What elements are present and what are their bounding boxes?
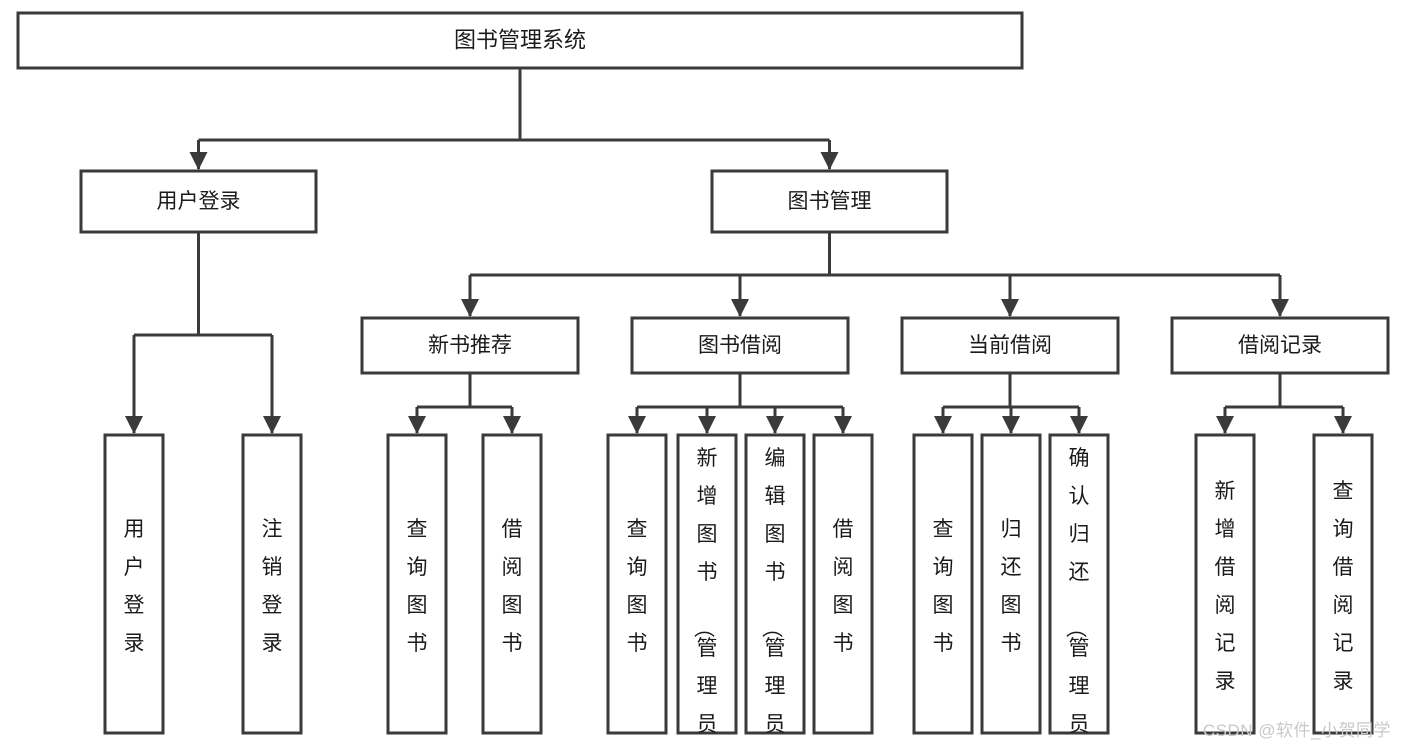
level2-node-1-box[interactable] [710, 169, 949, 234]
arrow-head-icon [263, 416, 281, 434]
leaf-node-2-box[interactable] [386, 433, 448, 735]
leaf-node-8[interactable]: 查询图书 [912, 433, 974, 735]
level3-node-2-box[interactable] [900, 316, 1120, 375]
arrow-head-icon [834, 416, 852, 434]
node-layer: 图书管理系统用户登录图书管理新书推荐图书借阅当前借阅借阅记录用户登录注销登录查询… [16, 11, 1390, 747]
arrow-head-icon [766, 416, 784, 434]
leaf-node-12-box[interactable] [1312, 433, 1374, 735]
root-node-label: 图书管理系统 [454, 27, 586, 52]
arrow-head-icon [408, 416, 426, 434]
leaf-node-1[interactable]: 注销登录 [241, 433, 303, 735]
leaf-node-9-label: 归还图书 [1001, 518, 1022, 655]
leaf-node-3[interactable]: 借阅图书 [481, 433, 543, 735]
leaf-node-0-label: 用户登录 [124, 518, 145, 655]
level2-node-0-box[interactable] [79, 169, 318, 234]
leaf-node-7-box[interactable] [812, 433, 874, 735]
level3-node-0-label: 新书推荐 [428, 334, 512, 357]
leaf-node-6[interactable]: 编辑图书（管理员） [744, 433, 806, 747]
leaf-node-12-label: 查询借阅记录 [1333, 480, 1354, 693]
leaf-node-7[interactable]: 借阅图书 [812, 433, 874, 735]
leaf-node-8-box[interactable] [912, 433, 974, 735]
arrow-head-icon [1070, 416, 1088, 434]
leaf-node-4-label: 查询图书 [627, 518, 648, 655]
arrow-head-icon [731, 299, 749, 317]
leaf-node-2[interactable]: 查询图书 [386, 433, 448, 735]
arrow-head-icon [189, 152, 208, 170]
level3-node-0[interactable]: 新书推荐 [360, 316, 580, 375]
arrow-head-icon [628, 416, 646, 434]
leaf-node-10-box[interactable] [1048, 433, 1110, 735]
leaf-node-2-label: 查询图书 [407, 518, 428, 655]
leaf-node-11-label: 新增借阅记录 [1215, 480, 1236, 693]
leaf-node-11-box[interactable] [1194, 433, 1256, 735]
arrow-head-icon [820, 152, 839, 170]
leaf-node-6-box[interactable] [744, 433, 806, 735]
root-node[interactable]: 图书管理系统 [16, 11, 1024, 70]
leaf-node-0-box[interactable] [103, 433, 165, 735]
level2-node-0[interactable]: 用户登录 [79, 169, 318, 234]
level2-node-1[interactable]: 图书管理 [710, 169, 949, 234]
arrow-head-icon [461, 299, 479, 317]
leaf-node-11[interactable]: 新增借阅记录 [1194, 433, 1256, 735]
leaf-node-3-box[interactable] [481, 433, 543, 735]
arrow-head-icon [1271, 299, 1289, 317]
level2-node-1-label: 图书管理 [788, 190, 872, 213]
leaf-node-4[interactable]: 查询图书 [606, 433, 668, 735]
level3-node-3-label: 借阅记录 [1238, 334, 1322, 357]
leaf-node-1-box[interactable] [241, 433, 303, 735]
level3-node-1[interactable]: 图书借阅 [630, 316, 850, 375]
arrow-head-icon [125, 416, 143, 434]
leaf-node-0[interactable]: 用户登录 [103, 433, 165, 735]
arrow-head-icon [1002, 416, 1020, 434]
root-node-box[interactable] [16, 11, 1024, 70]
csdn-watermark: CSDN @软件_小贺同学 [1202, 721, 1391, 740]
arrow-head-icon [934, 416, 952, 434]
arrow-head-icon [1216, 416, 1234, 434]
level3-node-1-label: 图书借阅 [698, 334, 782, 357]
level3-node-1-box[interactable] [630, 316, 850, 375]
leaf-node-9-box[interactable] [980, 433, 1042, 735]
leaf-node-12[interactable]: 查询借阅记录 [1312, 433, 1374, 735]
arrow-head-icon [698, 416, 716, 434]
level3-node-0-box[interactable] [360, 316, 580, 375]
arrow-head-icon [1001, 299, 1019, 317]
level3-node-3[interactable]: 借阅记录 [1170, 316, 1390, 375]
leaf-node-5-label: 新增图书（管理员） [692, 447, 718, 747]
leaf-node-5[interactable]: 新增图书（管理员） [676, 433, 738, 747]
leaf-node-4-box[interactable] [606, 433, 668, 735]
leaf-node-7-label: 借阅图书 [833, 518, 854, 655]
level3-node-2-label: 当前借阅 [968, 334, 1052, 357]
leaf-node-3-label: 借阅图书 [502, 518, 523, 655]
leaf-node-8-label: 查询图书 [933, 518, 954, 655]
leaf-node-6-label: 编辑图书（管理员） [760, 447, 786, 747]
arrow-head-icon [1334, 416, 1352, 434]
leaf-node-10-label: 确认归还（管理员） [1064, 447, 1090, 747]
leaf-node-1-label: 注销登录 [262, 518, 283, 655]
level3-node-3-box[interactable] [1170, 316, 1390, 375]
level2-node-0-label: 用户登录 [157, 190, 241, 213]
leaf-node-10[interactable]: 确认归还（管理员） [1048, 433, 1110, 747]
leaf-node-9[interactable]: 归还图书 [980, 433, 1042, 735]
connector-layer [125, 68, 1352, 434]
leaf-node-5-box[interactable] [676, 433, 738, 735]
level3-node-2[interactable]: 当前借阅 [900, 316, 1120, 375]
arrow-head-icon [503, 416, 521, 434]
